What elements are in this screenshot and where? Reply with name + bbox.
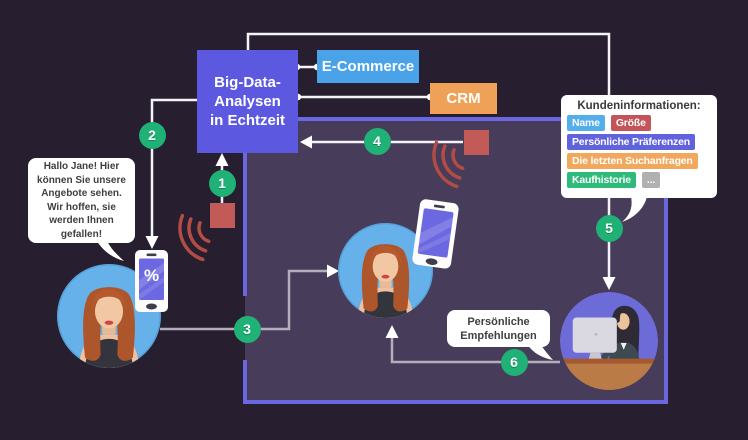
ecommerce-box: E-Commerce xyxy=(317,50,419,83)
big-data-analytics-box: Big-Data- Analysen in Echtzeit xyxy=(197,50,298,153)
recommendation-bubble-tail xyxy=(527,344,553,360)
tag-size: Größe xyxy=(610,115,651,131)
arrow-down-step5 xyxy=(602,277,616,290)
step-badge-6: 6 xyxy=(500,348,528,376)
data-packet-icon-right xyxy=(464,130,489,155)
discount-percent-label: % xyxy=(143,266,160,285)
data-packet-icon-left xyxy=(210,203,235,228)
arrow-up-step6 xyxy=(385,325,399,338)
bubble-tails xyxy=(96,196,647,360)
offer-bubble-tail xyxy=(96,240,124,261)
arrow-left-step4 xyxy=(300,135,312,149)
step-badge-5: 5 xyxy=(595,214,623,242)
tag-more-ellipsis: ... xyxy=(641,172,661,188)
line-step3 xyxy=(160,269,329,331)
arrow-right-step3 xyxy=(327,264,339,278)
wifi-signal-icon-right xyxy=(432,140,465,189)
step-badge-3: 3 xyxy=(233,315,261,343)
line-analytics-to-customerinfo xyxy=(246,32,611,97)
arrow-down-step2 xyxy=(145,236,159,249)
smartphone-icon-profile xyxy=(412,199,459,269)
recommendation-speech-bubble: Persönliche Empfehlungen xyxy=(447,310,550,347)
wifi-signal-icon-left xyxy=(178,213,211,262)
step-badge-4: 4 xyxy=(363,127,391,155)
tag-purchase-history: Kaufhistorie xyxy=(567,172,636,188)
tag-personal-preferences: Persönliche Präferenzen xyxy=(567,134,695,150)
step-badge-1: 1 xyxy=(208,169,236,197)
offer-speech-bubble: Hallo Jane! Hier können Sie unsere Angeb… xyxy=(28,158,135,243)
crm-box: CRM xyxy=(430,83,497,114)
arrowheads xyxy=(145,135,616,338)
tag-recent-searches: Die letzten Suchanfragen xyxy=(567,153,698,169)
arrow-up-step1 xyxy=(215,153,229,166)
tag-name: Name xyxy=(567,115,605,131)
line-step2 xyxy=(150,98,197,243)
customerinfo-bubble-tail xyxy=(622,196,647,222)
smartphone-icon-offer xyxy=(135,250,168,312)
analyst-at-desk-avatar xyxy=(560,292,658,390)
customer-info-card: Kundeninformationen: Name Größe Persönli… xyxy=(561,95,717,198)
customer-info-title: Kundeninformationen: xyxy=(577,100,701,112)
step-badge-2: 2 xyxy=(138,121,166,149)
